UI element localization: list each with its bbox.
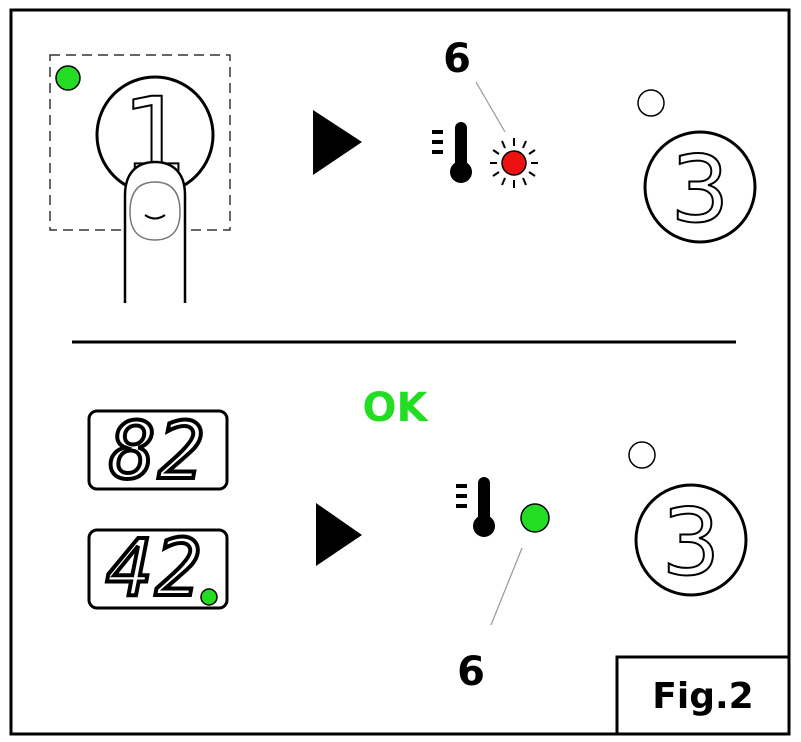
thermometer-icon [432,122,472,183]
arrow-right-icon [316,503,362,566]
top-button-3-number: 3 [671,136,730,243]
bottom-button3-led [628,441,656,469]
temperature-display-top: 82 [87,405,229,499]
display-bottom-value: 42 [106,524,204,614]
top-button-3[interactable]: 3 [643,130,757,244]
top-thermo-led [490,138,538,188]
ok-text: OK [363,385,430,431]
figure-label: Fig.2 [652,676,753,717]
pressing-finger-icon [123,160,187,303]
top-button3-led [637,89,665,117]
bottom-button-3-number: 3 [662,489,721,596]
bottom-panel: OK 82 42 6 3 [87,385,748,695]
figure-label-box: Fig.2 [615,655,791,736]
callout-line [490,547,523,626]
callout-number: 6 [457,649,485,695]
bottom-button-3[interactable]: 3 [634,483,748,597]
selection-box [49,54,231,231]
bottom-thermo-led [520,503,550,533]
temperature-display-bottom: 42 [87,522,229,616]
top-panel: 1 6 [49,36,757,303]
display-indicator-dot [200,588,218,606]
callout-line [475,81,506,133]
callout-number: 6 [443,36,471,82]
arrow-right-icon [313,110,362,175]
top-thermo-led-dot [501,150,527,176]
display-top-value: 82 [109,407,207,497]
top-button1-led [55,65,81,91]
thermometer-icon [456,477,495,537]
